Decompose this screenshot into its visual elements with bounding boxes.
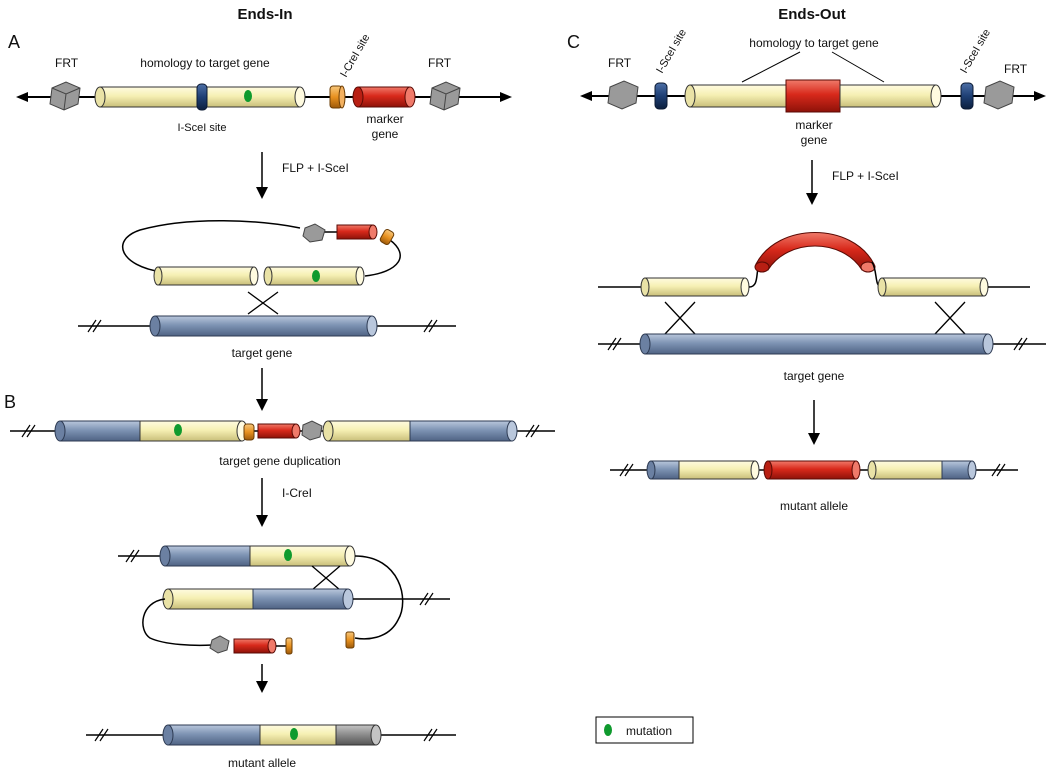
circular-intermediate [122,219,401,286]
icre-site-label: I-CreI site [338,32,372,79]
panel-label-c: C [567,32,580,52]
frt-right-c-label: FRT [1004,62,1028,76]
step1-c-label: FLP + I-SceI [832,169,899,183]
homology-label: homology to target gene [140,56,270,70]
frt-right-c-icon [983,80,1015,110]
excision-intermediate [118,545,450,655]
arrow-step-2 [256,368,268,411]
step1-label: FLP + I-SceI [282,161,349,175]
isce-left-c-icon [654,82,668,110]
crossover-a [247,291,279,315]
marker-c-label-line2: gene [801,133,828,147]
marker-label-line1: marker [366,112,403,126]
step2-label: I-CreI [282,486,312,500]
icre-site-icon [329,85,346,109]
arrow-c-step-1 [806,160,818,205]
marker-gene-cylinder [352,86,416,108]
mutant-allele-a [86,724,456,746]
homology-c-label: homology to target gene [749,36,879,50]
isce-site-label: I-SceI site [178,122,227,134]
ends-in-title: Ends-In [238,6,293,23]
marker-c-label-line1: marker [795,118,832,132]
ends-out-title: Ends-Out [778,6,846,23]
mutant-allele-c [610,460,1018,480]
frt-left-icon [49,81,81,111]
ends-in-construct [16,81,512,111]
ends-out-intermediate [598,232,1030,335]
target-gene-a [78,315,456,337]
frt-right-label: FRT [428,56,452,70]
marker-gene-c [785,79,841,113]
legend-mutation-label: mutation [626,724,672,738]
arrow-step-1 [256,152,268,199]
isce-right-c-label: I-SceI site [958,27,993,75]
legend-mutation-icon [604,724,612,736]
mutant-allele-c-label: mutant allele [780,499,848,513]
target-gene-label-a: target gene [232,346,293,360]
frt-left-c-icon [607,80,639,110]
panel-label-a: A [8,32,20,52]
arrow-step-3 [256,478,268,527]
duplication-construct [10,420,555,442]
duplication-label: target gene duplication [219,454,340,468]
isce-right-c-icon [960,82,974,110]
isce-site-icon [196,83,208,111]
mutation-dot [244,90,252,102]
target-gene-c-label: target gene [784,369,845,383]
isce-left-c-label: I-SceI site [654,27,689,75]
frt-right-icon [429,81,461,111]
target-gene-c [598,333,1046,355]
legend: mutation [595,716,694,744]
mutant-allele-label-a: mutant allele [228,756,296,770]
arrow-step-4 [256,664,268,693]
ends-out-construct [580,51,1046,113]
arrow-c-step-2 [808,400,820,445]
marker-label-line2: gene [372,127,399,141]
panel-label-b: B [4,392,16,412]
frt-left-c-label: FRT [608,56,632,70]
frt-left-label: FRT [55,56,79,70]
